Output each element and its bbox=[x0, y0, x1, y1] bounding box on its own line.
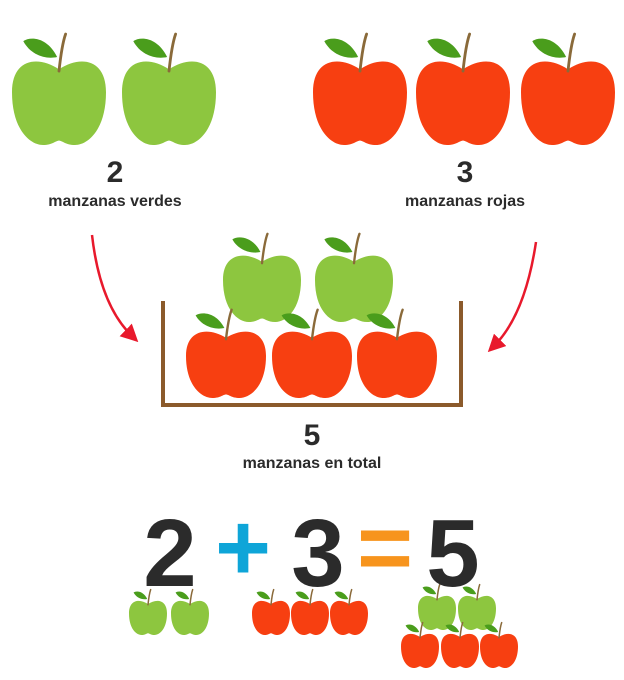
small-green-apple bbox=[129, 588, 167, 635]
green-apple bbox=[122, 32, 216, 145]
small-green-apple bbox=[171, 588, 209, 635]
basket-red-apple bbox=[272, 308, 352, 398]
red-apple bbox=[313, 32, 407, 145]
red-apple bbox=[416, 32, 510, 145]
equation-plus-sign: + bbox=[214, 494, 272, 601]
equation-result-number: 5 bbox=[426, 500, 480, 607]
basket-green-apple bbox=[223, 232, 301, 322]
equation-left-number: 2 bbox=[143, 500, 197, 607]
small-total-red-apple bbox=[480, 621, 518, 668]
arrow-right bbox=[487, 241, 538, 353]
green-label: manzanas verdes bbox=[48, 193, 182, 210]
small-total-red-apple bbox=[401, 621, 439, 668]
red-label: manzanas rojas bbox=[404, 193, 526, 210]
equation-equals-sign: = bbox=[356, 494, 414, 601]
total-count: 5 bbox=[303, 419, 321, 452]
small-total-red-apple bbox=[441, 621, 479, 668]
red-apple bbox=[521, 32, 615, 145]
basket-red-apple bbox=[186, 308, 266, 398]
arrow-left bbox=[90, 234, 139, 343]
green-count: 2 bbox=[106, 156, 124, 189]
small-red-apple bbox=[291, 588, 329, 635]
basket-red-apple bbox=[357, 308, 437, 398]
basket-green-apple bbox=[315, 232, 393, 322]
small-red-apple bbox=[252, 588, 290, 635]
red-count: 3 bbox=[456, 156, 474, 189]
green-apple bbox=[12, 32, 106, 145]
total-label: manzanas en total bbox=[242, 455, 382, 472]
small-red-apple bbox=[330, 588, 368, 635]
equation-right-number: 3 bbox=[291, 500, 345, 607]
basket-box bbox=[161, 301, 463, 407]
small-total-green-apple bbox=[458, 583, 496, 630]
small-total-green-apple bbox=[418, 583, 456, 630]
